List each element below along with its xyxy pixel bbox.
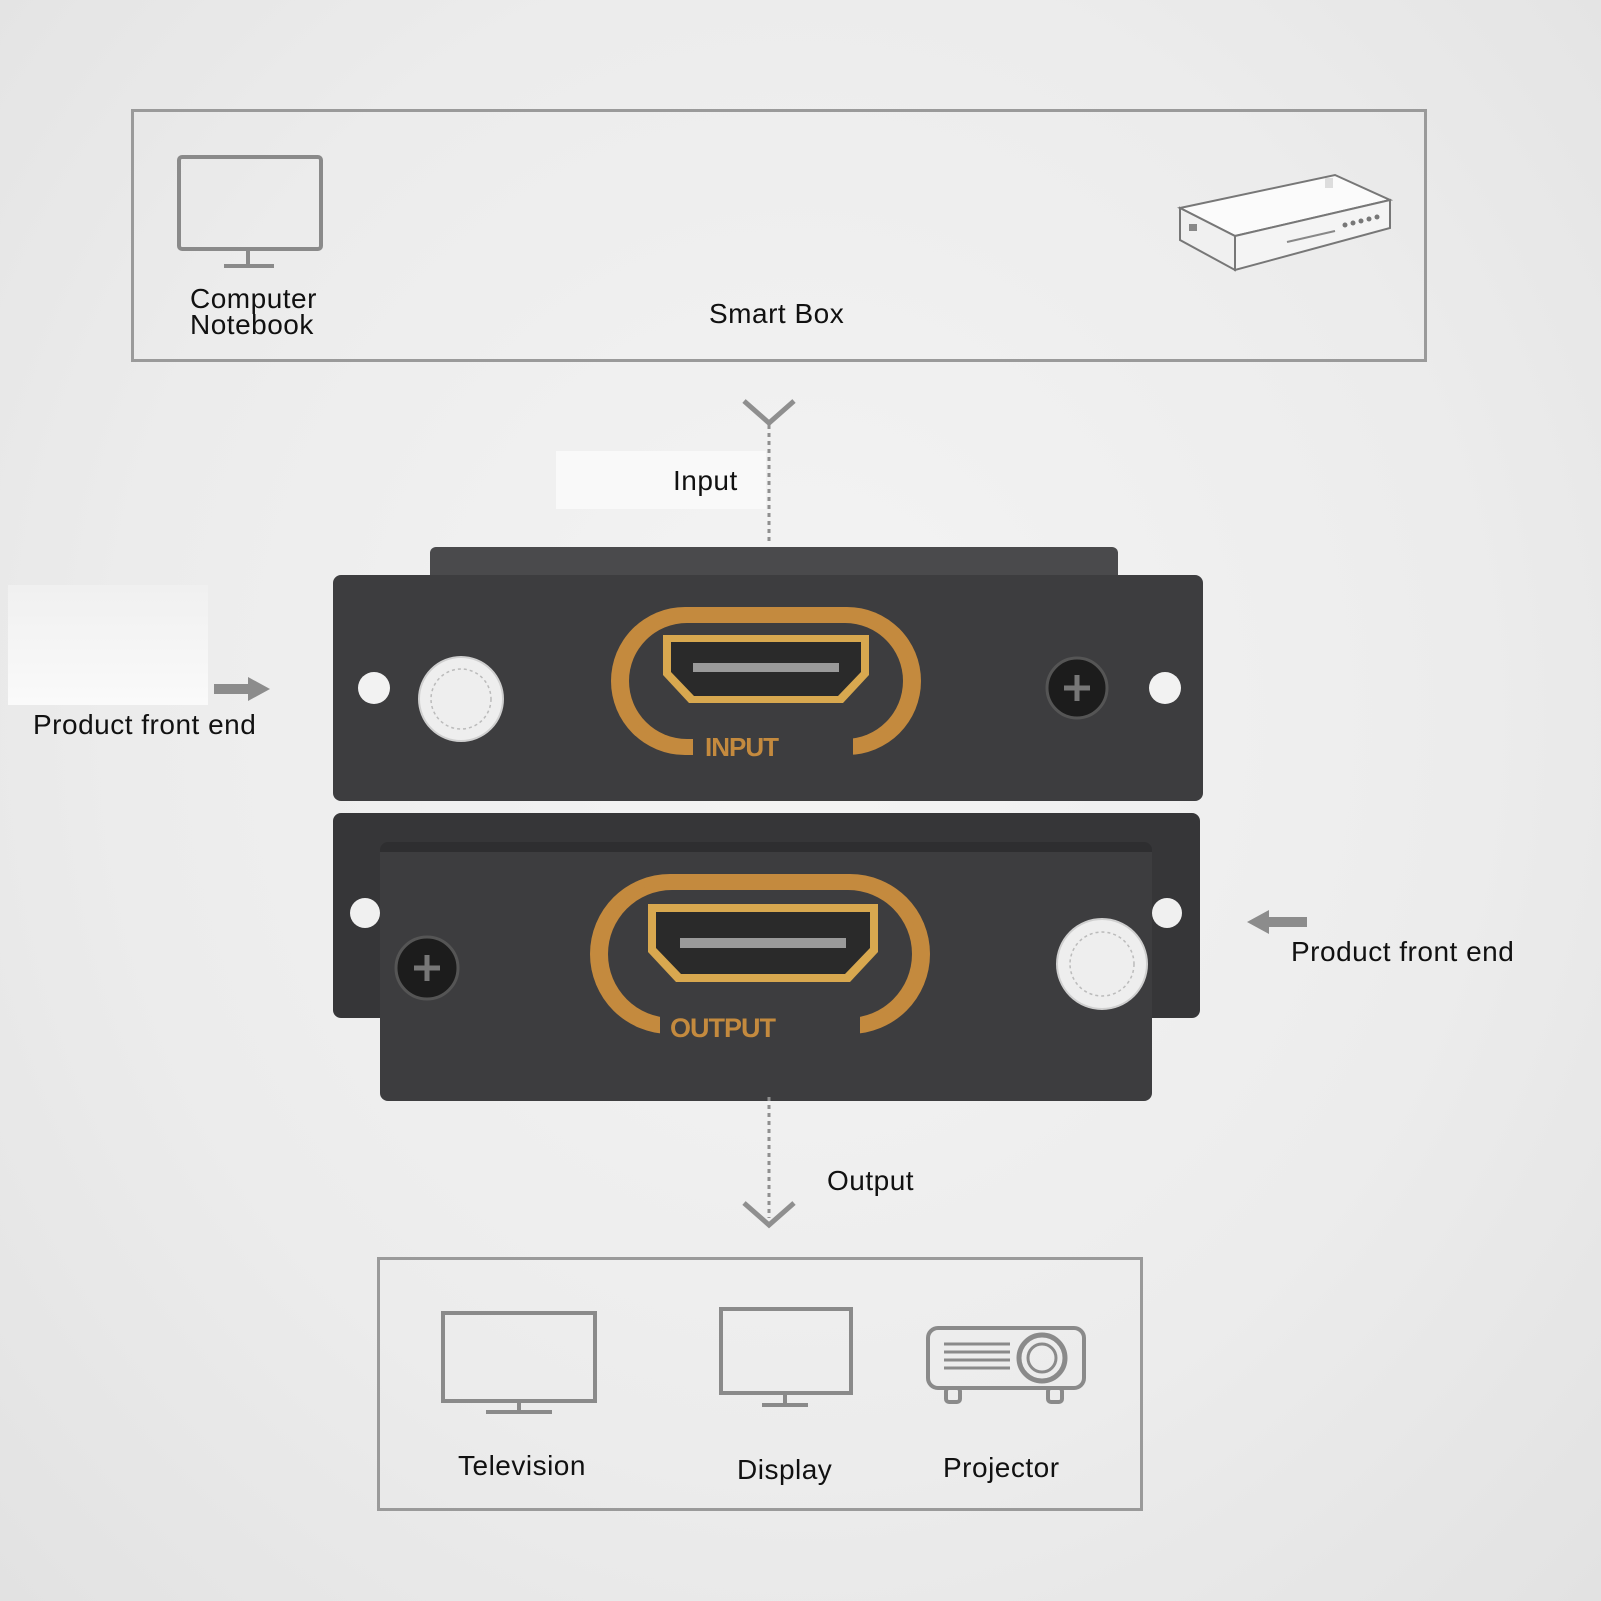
output-arrow [742,1097,796,1229]
output-port-label: OUTPUT [670,1013,776,1043]
input-port-label: INPUT [705,732,779,762]
projector-icon [926,1326,1086,1404]
input-label-backdrop [556,451,766,509]
output-label: Output [827,1165,915,1196]
input-label: Input [673,465,738,496]
television-label: Television [458,1450,586,1481]
output-devices-box [377,1257,1143,1511]
input-faceplate-details [358,607,1181,765]
monitor-icon [177,155,323,268]
left-label-backdrop [8,585,208,705]
projector-label: Projector [943,1452,1060,1483]
arrow-right-icon [214,677,270,701]
front-end-label-left: Product front end [33,709,257,740]
source-devices-box [131,109,1427,362]
television-icon [441,1311,597,1414]
display-label: Display [737,1454,833,1485]
set-top-box-icon [1177,173,1394,272]
front-end-label-right: Product front end [1291,936,1515,967]
arrow-left-icon [1247,910,1307,934]
input-arrow [742,399,796,545]
display-icon [719,1307,853,1407]
output-flange-hole-right [1152,898,1182,928]
output-flange-hole-left [350,898,380,928]
computer-label: Computer Notebook [190,283,317,340]
smartbox-label: Smart Box [709,298,845,329]
output-faceplate-details [394,874,1148,1046]
